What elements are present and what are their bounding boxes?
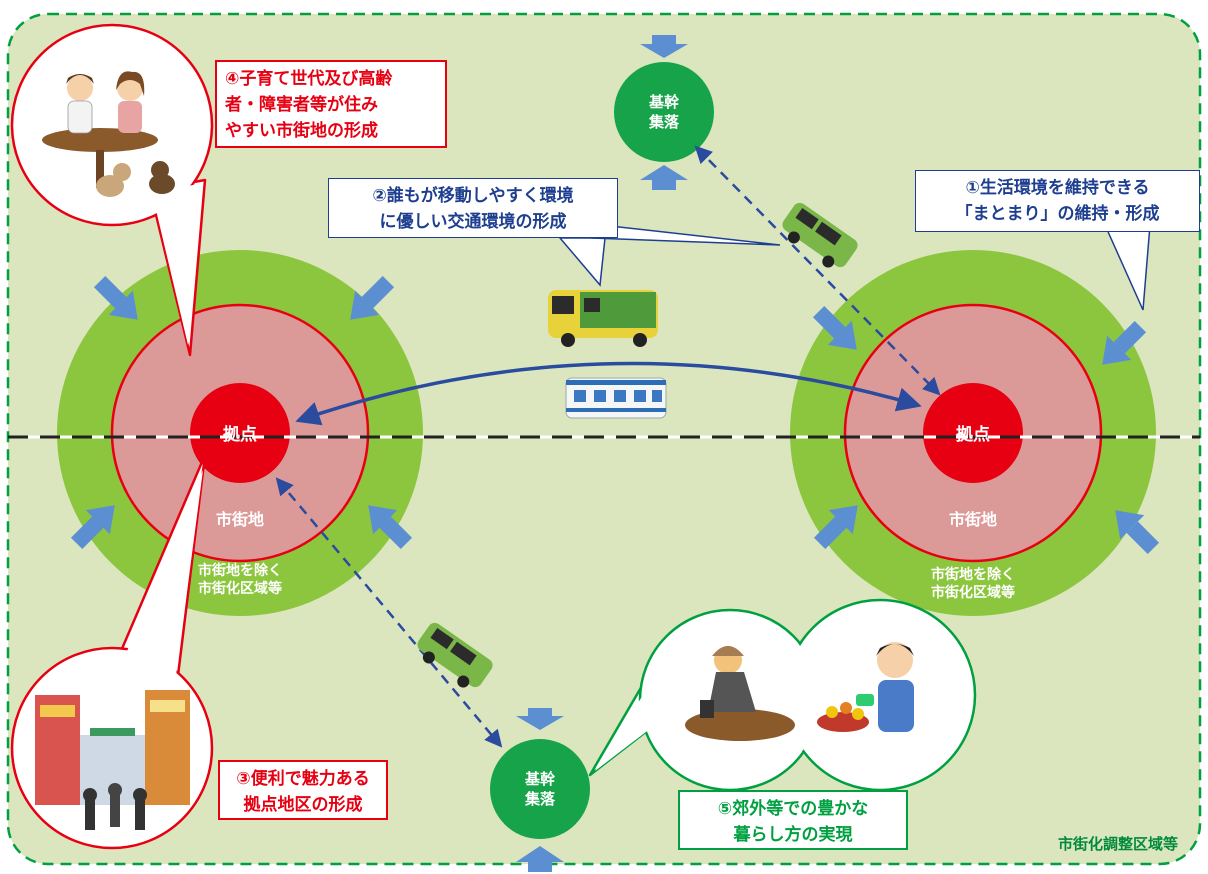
goal-3-box: ③便利で魅力ある 拠点地区の形成: [218, 760, 388, 820]
farming-gardening-icon: [685, 642, 914, 741]
top-village-arrows: [640, 35, 688, 190]
hub-to-top-village-route: [694, 145, 941, 396]
cafe-scene-icon: [42, 71, 175, 197]
transport-callout-tail-bus: [558, 237, 606, 287]
bottom-village-circle: [490, 739, 590, 839]
hub-to-bottom-village-route: [275, 477, 503, 748]
goal-5-box: ⑤郊外等での豊かな 暮らし方の実現: [678, 790, 908, 850]
goal-1-box: ①生活環境を維持できる 「まとまり」の維持・形成: [915, 170, 1200, 232]
left-urban-label: 市街地: [215, 510, 264, 529]
bottom-village-label: 基幹 集落: [524, 770, 555, 808]
goal-4-box: ④子育て世代及び高齢 者・障害者等が住み やすい市街地の形成: [215, 60, 447, 148]
right-outer-label: 市街地を除く 市街化区域等: [931, 567, 1015, 601]
left-hub-label: 拠点: [223, 425, 257, 445]
goal-2-box: ②誰もが移動しやすく環境 に優しい交通環境の形成: [328, 178, 618, 238]
train-icon: [565, 377, 667, 419]
top-village-circle: [614, 62, 714, 162]
control-area-label: 市街化調整区域等: [1057, 835, 1178, 853]
left-hub-circle: [190, 383, 290, 483]
right-urban-label: 市街地: [948, 510, 997, 529]
bottom-village-arrows: [516, 708, 564, 872]
left-outer-label: 市街地を除く 市街化区域等: [198, 563, 282, 597]
shopping-street-icon: [35, 690, 190, 830]
taxi-van-icon: [417, 202, 858, 688]
right-hub-circle: [923, 383, 1023, 483]
right-hub-label: 拠点: [956, 425, 990, 445]
top-village-label: 基幹 集落: [648, 93, 679, 131]
bus-icon: [548, 290, 658, 347]
